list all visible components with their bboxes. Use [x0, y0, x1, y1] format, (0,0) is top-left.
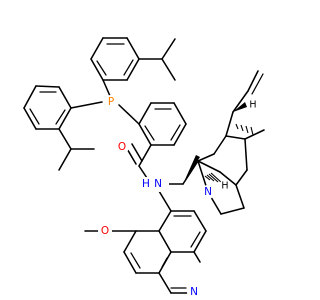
stereo-hydrogen-top-label: H: [249, 100, 256, 111]
amide-nitrogen-label: N: [154, 178, 162, 190]
wedge-bond-2: [233, 102, 247, 112]
upper-left-aryl-ring: [23, 85, 95, 171]
hashed-bond-1: [204, 172, 223, 184]
phosphorus-label: P: [108, 96, 114, 108]
quinuclidine-h-top: H: [247, 99, 259, 111]
quinuclidine-nitrogen-label: N: [204, 186, 212, 198]
amide-hydrogen-label: H: [142, 178, 150, 190]
quinuclidine-h-bottom: H: [219, 180, 231, 192]
quinoline-nitrogen-atom: N: [187, 285, 201, 299]
stereocenter-and-quinoline: [84, 183, 207, 294]
bonds-layer: [23, 37, 265, 294]
wedge-bond-1: [183, 155, 200, 184]
phosphine-bonds: [70, 79, 140, 125]
amide-oxygen-label: O: [118, 141, 126, 153]
methoxy-oxygen-label: O: [101, 225, 109, 237]
methoxy-oxygen-atom: O: [98, 224, 112, 238]
molecule-structure-canvas: P O H N H H N: [23, 37, 265, 299]
central-benzamide-ring: [125, 102, 187, 185]
stereo-hydrogen-bottom-label: H: [221, 181, 228, 192]
chemical-structure-diagram: P O H N H H N: [23, 37, 265, 299]
amide-oxygen-atom: O: [115, 140, 129, 154]
amide-nitrogen-group: H N: [139, 177, 169, 192]
phosphorus-atom: P: [104, 95, 118, 109]
quinuclidine-nitrogen-atom: N: [201, 185, 215, 199]
quinoline-nitrogen-label: N: [190, 286, 198, 298]
hashed-bond-2: [235, 123, 254, 136]
atom-labels-layer: P O H N H H N: [98, 95, 259, 299]
quinuclidine-cage: [182, 70, 265, 215]
upper-right-aryl-ring: [90, 37, 176, 81]
